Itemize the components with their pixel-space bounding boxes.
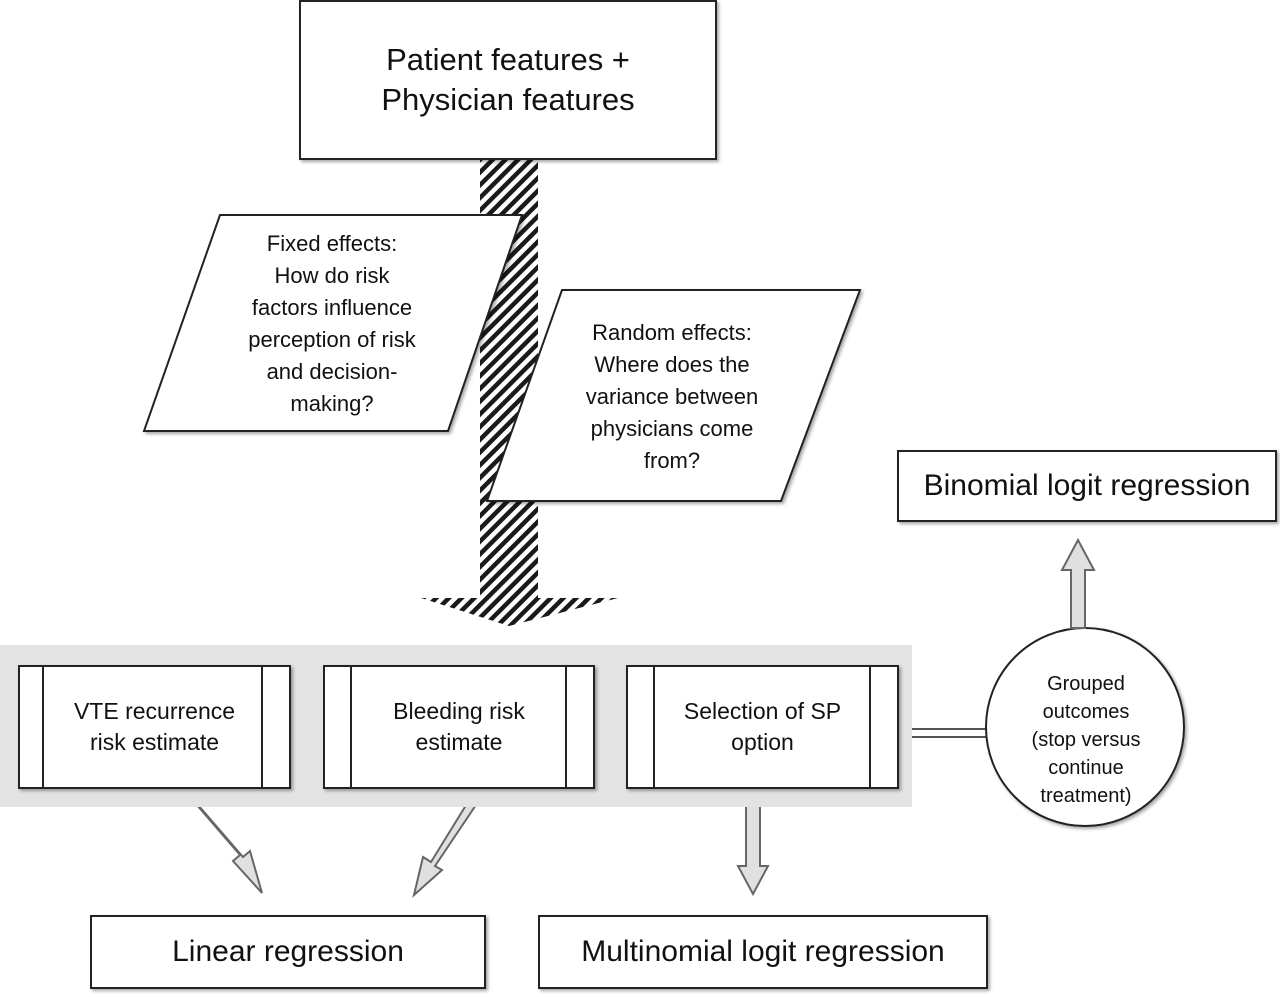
grouped-line-4: continue bbox=[1048, 757, 1124, 779]
grouped-outcomes-text: Grouped outcomes (stop versus continue t… bbox=[986, 655, 1186, 825]
vte-box-right-bar bbox=[261, 667, 263, 787]
patient-physician-features-box: Patient features + Physician features bbox=[299, 0, 717, 160]
selection-sp-option-box: Selection of SP option bbox=[626, 665, 899, 789]
fixed-effects-line-3: factors influence bbox=[251, 295, 413, 320]
grouped-line-5: treatment) bbox=[1040, 785, 1132, 807]
random-effects-parallelogram bbox=[485, 289, 862, 502]
random-effects-text: Random effects: Where does the variance … bbox=[552, 317, 792, 477]
fixed-effects-line-6: making? bbox=[290, 391, 374, 416]
bleeding-box-left-bar bbox=[350, 667, 352, 787]
random-effects-line-4: physicians come bbox=[590, 416, 754, 441]
selection-box-right-bar bbox=[869, 667, 871, 787]
vte-recurrence-risk-box: VTE recurrence risk estimate bbox=[18, 665, 291, 789]
grouped-line-3: (stop versus bbox=[1031, 729, 1141, 751]
bleeding-line-1: Bleeding risk bbox=[393, 698, 525, 724]
binomial-logit-regression-box: Binomial logit regression bbox=[897, 450, 1277, 522]
fixed-effects-line-4: perception of risk bbox=[248, 327, 416, 352]
random-effects-line-5: from? bbox=[643, 448, 701, 473]
grouped-line-1: Grouped bbox=[1047, 673, 1125, 695]
grouped-line-2: outcomes bbox=[1042, 701, 1130, 723]
arrow-to-binomial bbox=[1060, 537, 1096, 629]
multinomial-logit-regression-box: Multinomial logit regression bbox=[538, 915, 988, 989]
fixed-effects-line-5: and decision- bbox=[266, 359, 398, 384]
fixed-effects-parallelogram bbox=[142, 214, 524, 432]
random-effects-line-2: Where does the bbox=[594, 352, 750, 377]
vte-line-1: VTE recurrence bbox=[73, 698, 236, 724]
binomial-label: Binomial logit regression bbox=[923, 469, 1251, 502]
selection-line-2: option bbox=[731, 729, 794, 755]
fixed-effects-line-2: How do risk bbox=[274, 263, 390, 288]
selection-box-left-bar bbox=[653, 667, 655, 787]
selection-line-1: Selection of SP bbox=[683, 698, 842, 724]
random-effects-line-1: Random effects: bbox=[592, 320, 752, 345]
multinomial-label: Multinomial logit regression bbox=[581, 935, 945, 968]
bleeding-risk-box: Bleeding risk estimate bbox=[323, 665, 595, 789]
fixed-effects-line-1: Fixed effects: bbox=[266, 231, 398, 256]
top-box-line-2: Physician features bbox=[381, 82, 635, 117]
random-effects-line-3: variance between bbox=[585, 384, 759, 409]
fixed-effects-text: Fixed effects: How do risk factors influ… bbox=[212, 228, 452, 420]
main-hatched-arrow bbox=[421, 160, 618, 626]
top-box-line-1: Patient features + bbox=[386, 42, 630, 77]
linear-regression-box: Linear regression bbox=[90, 915, 486, 989]
vte-line-2: risk estimate bbox=[89, 729, 220, 755]
bleeding-line-2: estimate bbox=[415, 729, 503, 755]
linear-label: Linear regression bbox=[172, 935, 404, 968]
vte-box-left-bar bbox=[42, 667, 44, 787]
bleeding-box-right-bar bbox=[565, 667, 567, 787]
